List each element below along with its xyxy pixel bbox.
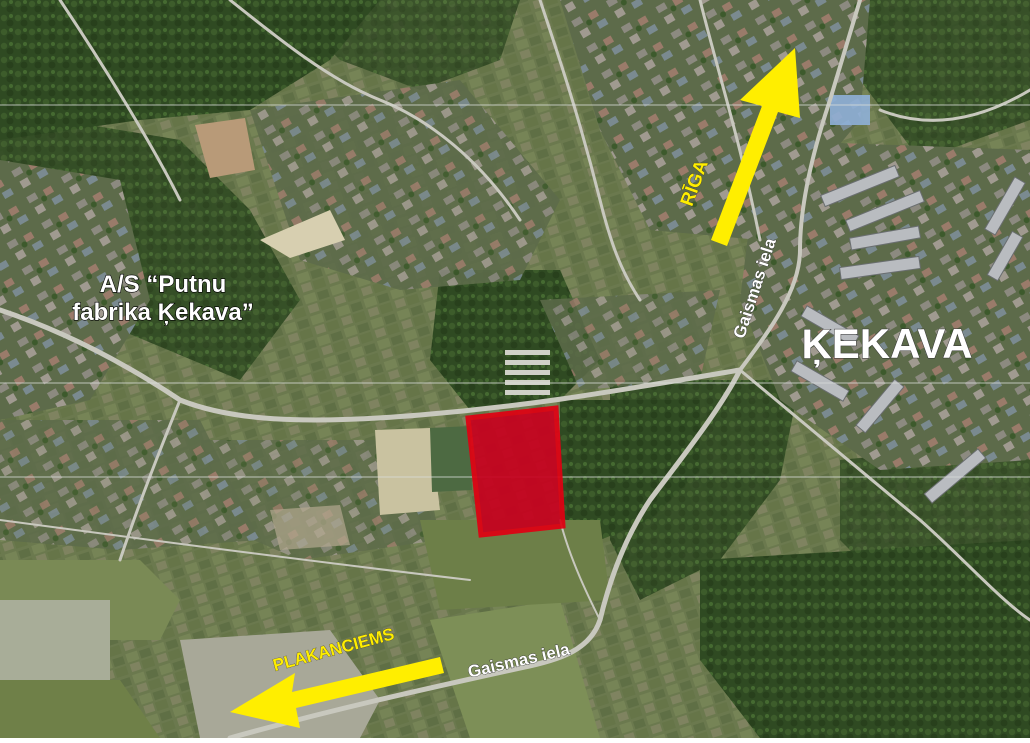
north-direction-arrow-icon <box>711 48 800 246</box>
southwest-direction-arrow-icon <box>230 657 444 728</box>
factory-label-line2: fabrika Ķekava” <box>72 299 253 326</box>
highlighted-parcel[interactable] <box>465 405 566 538</box>
factory-label-line1: A/S “Putnu <box>100 271 227 298</box>
town-label: ĶEKAVA <box>801 320 972 368</box>
